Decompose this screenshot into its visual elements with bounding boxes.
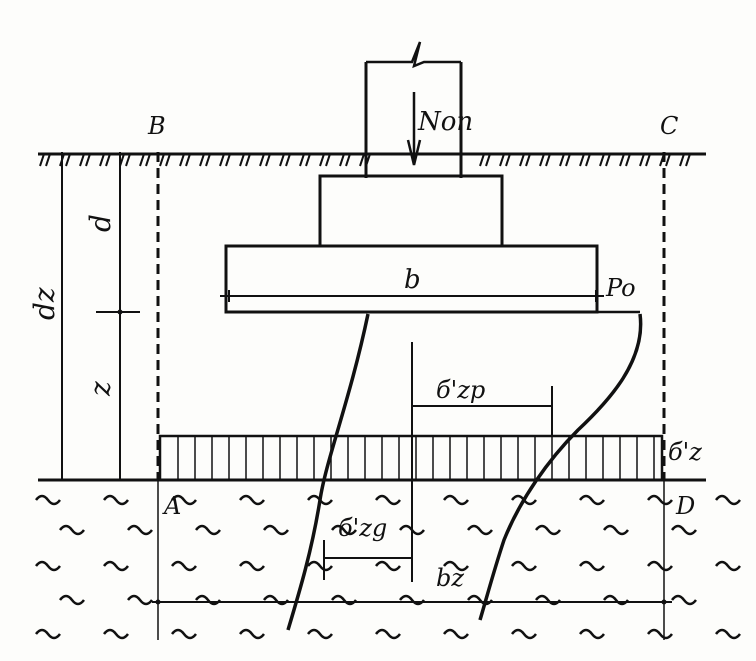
wave-symbol [331, 594, 357, 606]
wave-symbol [35, 628, 61, 640]
wave-symbol [647, 560, 673, 572]
wave-symbol [467, 594, 493, 606]
wave-symbol [195, 524, 221, 536]
label-D: D [675, 492, 695, 520]
wave-symbol [535, 594, 561, 606]
wave-symbol [603, 594, 629, 606]
dimension-szp [412, 386, 553, 436]
label-A: A [162, 492, 181, 520]
wave-symbol [603, 524, 629, 536]
wave-symbol [715, 628, 741, 640]
label-d: d [84, 214, 117, 232]
column [364, 41, 463, 178]
foundation-slab [224, 244, 599, 314]
wave-symbol [127, 524, 153, 536]
wave-symbol [171, 494, 197, 506]
dimension-left [61, 152, 140, 480]
wave-symbol [443, 628, 469, 640]
curve-natural-stress [286, 313, 370, 631]
soil-waves [35, 494, 741, 640]
wave-symbol [239, 628, 265, 640]
wave-symbol [35, 494, 61, 506]
foundation-upper-block [318, 174, 504, 248]
wave-symbol [103, 494, 129, 506]
wave-symbol [263, 524, 289, 536]
label-szg: б'zg [338, 514, 387, 542]
wave-symbol [443, 560, 469, 572]
wave-symbol [127, 594, 153, 606]
wave-symbol [511, 628, 537, 640]
load-arrow [406, 92, 422, 166]
wave-symbol [195, 594, 221, 606]
label-C: C [660, 112, 678, 140]
wave-symbol [103, 560, 129, 572]
wave-symbol [443, 494, 469, 506]
wave-symbol [579, 628, 605, 640]
wave-symbol [59, 594, 85, 606]
label-b: b [404, 265, 421, 295]
wave-symbol [467, 524, 493, 536]
label-B: B [147, 112, 166, 140]
wave-symbol [511, 494, 537, 506]
wave-symbol [375, 560, 401, 572]
wave-symbol [647, 628, 673, 640]
wave-symbol [331, 524, 357, 536]
wave-symbol [375, 494, 401, 506]
dimension-bz [152, 599, 672, 605]
ground-surface [38, 152, 706, 167]
wave-symbol [671, 594, 697, 606]
wave-symbol [399, 524, 425, 536]
curve-additional-stress [478, 313, 643, 621]
label-dz: dz [28, 287, 61, 320]
label-szp: б'zp [436, 376, 485, 404]
wave-symbol [171, 560, 197, 572]
wave-symbol [511, 560, 537, 572]
label-sz: б'z [668, 438, 702, 466]
wave-symbol [307, 628, 333, 640]
wave-symbol [307, 494, 333, 506]
wave-symbol [647, 494, 673, 506]
wave-symbol [375, 628, 401, 640]
wave-symbol [715, 560, 741, 572]
wave-symbol [103, 628, 129, 640]
wave-symbol [579, 560, 605, 572]
wave-symbol [671, 524, 697, 536]
dimension-szg [323, 540, 412, 580]
label-z: z [84, 381, 117, 397]
label-bz: bz [436, 564, 464, 592]
wave-symbol [399, 594, 425, 606]
label-load: Non [417, 107, 473, 137]
wave-symbol [35, 560, 61, 572]
wave-symbol [263, 594, 289, 606]
wave-symbol [239, 494, 265, 506]
wave-symbol [579, 494, 605, 506]
wave-symbol [59, 524, 85, 536]
label-Po: Po [605, 274, 636, 302]
dimension-b [220, 290, 604, 302]
wave-symbol [171, 628, 197, 640]
wave-symbol [715, 494, 741, 506]
wave-symbol [307, 560, 333, 572]
wave-symbol [535, 524, 561, 536]
wave-symbol [239, 560, 265, 572]
